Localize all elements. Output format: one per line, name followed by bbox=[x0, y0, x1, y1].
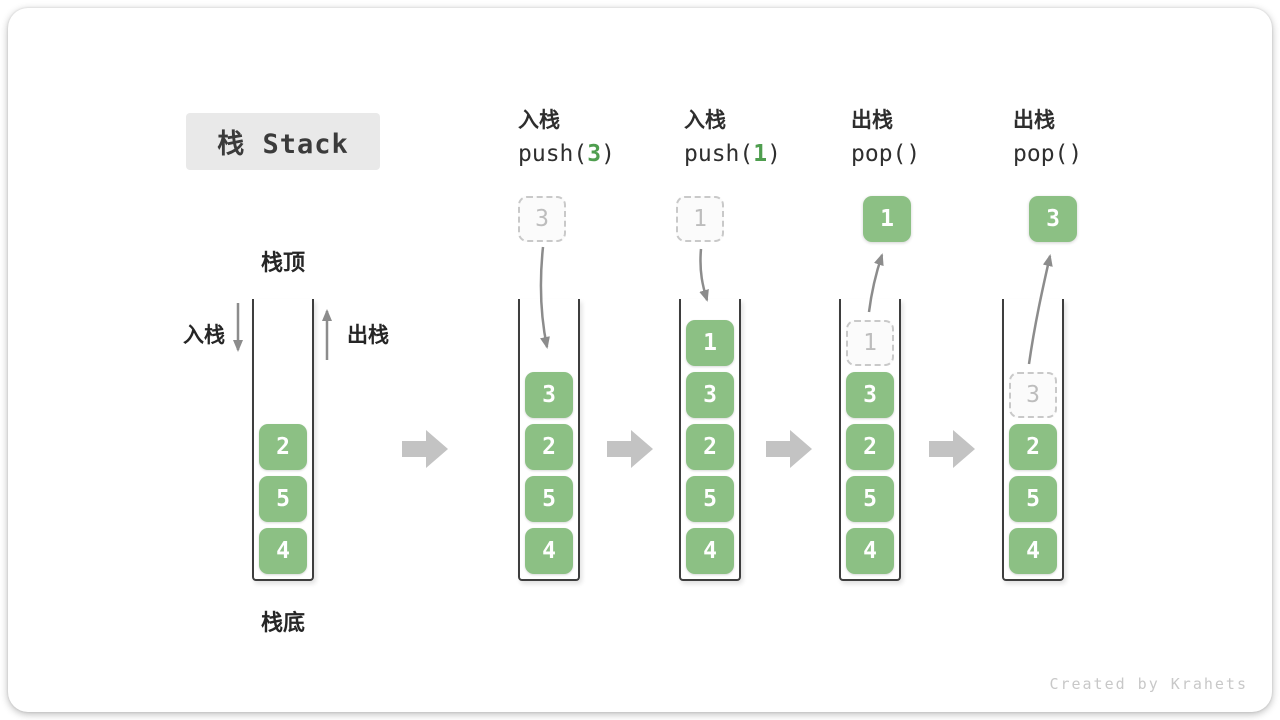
stack-element: 5 bbox=[525, 476, 573, 522]
stack-element: 5 bbox=[1009, 476, 1057, 522]
stack-element: 5 bbox=[259, 476, 307, 522]
op-header-push3: 入栈 push(3) bbox=[518, 104, 668, 167]
op-code: push(1) bbox=[684, 141, 781, 167]
stack-element: 4 bbox=[686, 528, 734, 574]
op-code-arg: 3 bbox=[587, 141, 602, 167]
stack-element: 2 bbox=[686, 424, 734, 470]
stack-element: 5 bbox=[686, 476, 734, 522]
stack-state-initial: 2 5 4 bbox=[252, 299, 314, 581]
stack-element: 1 bbox=[686, 320, 734, 366]
op-code: pop() bbox=[1013, 141, 1083, 167]
op-label: 出栈 bbox=[1013, 109, 1055, 132]
title-box: 栈 Stack bbox=[186, 113, 380, 170]
stack-top-label: 栈顶 bbox=[260, 250, 305, 275]
op-header-push1: 入栈 push(1) bbox=[684, 104, 834, 167]
popped-value: 1 bbox=[863, 196, 911, 242]
stack-element: 5 bbox=[846, 476, 894, 522]
stack-state-after-pop3: 3 2 5 4 bbox=[1002, 299, 1064, 581]
removed-stack-element: 1 bbox=[846, 320, 894, 366]
push-side-label: 入栈 bbox=[183, 324, 225, 347]
op-label: 出栈 bbox=[851, 109, 893, 132]
pending-push-value: 1 bbox=[676, 196, 724, 242]
stack-element: 4 bbox=[846, 528, 894, 574]
op-label: 入栈 bbox=[518, 109, 560, 132]
popped-value: 3 bbox=[1029, 196, 1077, 242]
op-code-arg: 1 bbox=[753, 141, 768, 167]
pending-push-value: 3 bbox=[518, 196, 566, 242]
stack-state-after-push3: 3 2 5 4 bbox=[518, 299, 580, 581]
stack-element: 2 bbox=[846, 424, 894, 470]
stack-element: 3 bbox=[525, 372, 573, 418]
stack-state-after-push1: 1 3 2 5 4 bbox=[679, 299, 741, 581]
pop-side-label: 出栈 bbox=[347, 324, 389, 347]
stack-element: 2 bbox=[259, 424, 307, 470]
stack-element: 2 bbox=[1009, 424, 1057, 470]
op-label: 入栈 bbox=[684, 109, 726, 132]
stack-state-after-pop1: 1 3 2 5 4 bbox=[839, 299, 901, 581]
op-header-pop3: 出栈 pop() bbox=[1013, 104, 1163, 167]
op-header-pop1: 出栈 pop() bbox=[851, 104, 1001, 167]
watermark: Created by Krahets bbox=[1049, 675, 1248, 693]
stack-bottom-label: 栈底 bbox=[260, 610, 305, 635]
stack-element: 4 bbox=[525, 528, 573, 574]
stack-element: 3 bbox=[686, 372, 734, 418]
stack-element: 2 bbox=[525, 424, 573, 470]
stack-element: 3 bbox=[846, 372, 894, 418]
stack-element: 4 bbox=[1009, 528, 1057, 574]
op-code: push(3) bbox=[518, 141, 615, 167]
page-title: 栈 Stack bbox=[217, 129, 349, 160]
op-code: pop() bbox=[851, 141, 921, 167]
removed-stack-element: 3 bbox=[1009, 372, 1057, 418]
stack-element: 4 bbox=[259, 528, 307, 574]
